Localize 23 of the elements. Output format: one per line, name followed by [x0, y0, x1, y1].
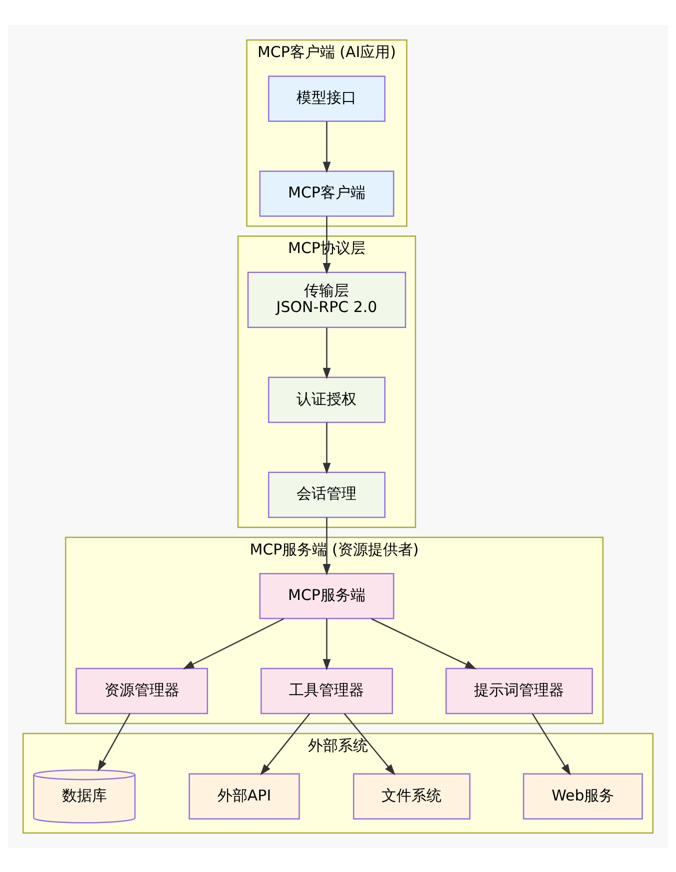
node-box: 模型接口	[268, 75, 386, 122]
arrow	[322, 618, 331, 670]
arrow	[322, 422, 331, 474]
node-box: 传输层 JSON-RPC 2.0	[247, 271, 406, 328]
arrow	[182, 618, 284, 669]
arrow	[322, 517, 331, 575]
node-box: 会话管理	[268, 471, 386, 518]
node-box: 资源管理器	[76, 667, 208, 714]
arrow	[322, 120, 331, 172]
node-box: 文件系统	[353, 772, 470, 819]
node-box: 外部API	[188, 772, 300, 819]
node-box: 认证授权	[268, 376, 386, 422]
arrow	[371, 618, 476, 669]
node-box: 工具管理器	[260, 667, 393, 714]
arrow	[344, 712, 396, 775]
node-box: MCP客户端	[259, 170, 394, 216]
node-box: 提示词管理器	[445, 667, 593, 714]
arrow	[322, 327, 331, 379]
node-box: MCP服务端	[259, 572, 394, 619]
arrow	[98, 712, 130, 771]
node-box: Web服务	[522, 772, 643, 819]
arrow	[532, 712, 571, 775]
arrow	[260, 712, 310, 775]
